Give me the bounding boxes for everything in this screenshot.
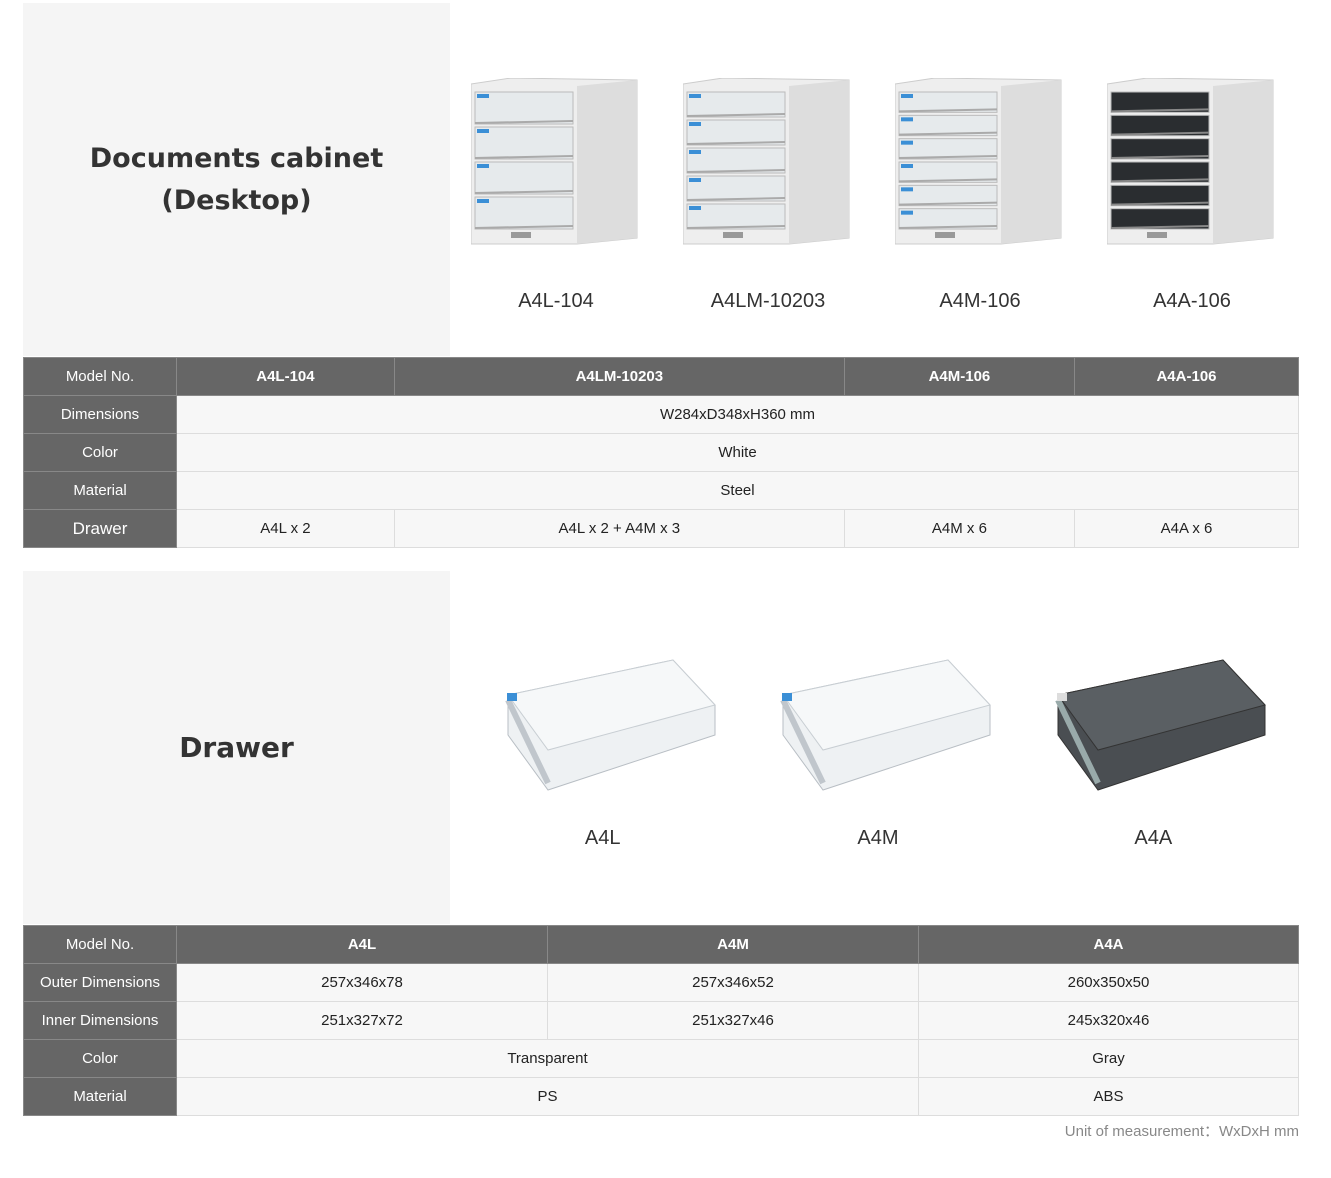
cell: 245x320x46 — [918, 1001, 1299, 1040]
cabinet-products: A4L-104 A4LM-10203 A4M-106 A4A-106 — [450, 78, 1298, 318]
drawer-title-panel: Drawer — [23, 571, 450, 924]
model-header: A4M — [547, 925, 919, 964]
cell: Transparent — [176, 1039, 919, 1078]
cell: 257x346x78 — [176, 963, 548, 1002]
cell: A4A x 6 — [1073, 509, 1300, 548]
cell: A4L x 2 + A4M x 3 — [393, 509, 845, 548]
cabinet-image — [895, 78, 1062, 245]
cabinet-product: A4LM-10203 — [662, 78, 874, 318]
cabinet-product: A4M-106 — [874, 78, 1086, 318]
model-header: A4LM-10203 — [393, 357, 845, 396]
product-name: A4A — [1134, 827, 1173, 849]
row-label: Color — [23, 433, 177, 472]
cell: 251x327x46 — [547, 1001, 919, 1040]
product-name: A4A-106 — [1153, 290, 1231, 312]
row-label: Model No. — [23, 925, 177, 964]
row-label: Drawer — [23, 509, 177, 548]
cabinet-image — [683, 78, 850, 245]
cabinet-product: A4A-106 — [1086, 78, 1298, 318]
cell: Gray — [918, 1039, 1299, 1078]
row-label: Color — [23, 1039, 177, 1078]
drawer-image — [1055, 659, 1267, 791]
cabinet-title: Documents cabinet(Desktop) — [89, 142, 384, 216]
cabinet-image — [471, 78, 638, 245]
cell: 260x350x50 — [918, 963, 1299, 1002]
cell: PS — [176, 1077, 919, 1116]
cell: 251x327x72 — [176, 1001, 548, 1040]
row-label: Material — [23, 471, 177, 510]
cell: A4M x 6 — [843, 509, 1075, 548]
model-header: A4M-106 — [843, 357, 1075, 396]
unit-caption: Unit of measurement：WxDxH mm — [1064, 1123, 1299, 1140]
cell: Steel — [176, 471, 1299, 510]
model-header: A4A-106 — [1073, 357, 1300, 396]
product-name: A4L-104 — [518, 290, 594, 312]
row-label: Model No. — [23, 357, 177, 396]
cell: 257x346x52 — [547, 963, 919, 1002]
cell: White — [176, 433, 1299, 472]
drawer-products: A4L A4M A4A — [465, 655, 1291, 865]
cell: ABS — [918, 1077, 1299, 1116]
cell: W284xD348xH360 mm — [176, 395, 1299, 434]
row-label: Outer Dimensions — [23, 963, 177, 1002]
drawer-product: A4A — [1016, 655, 1291, 865]
drawer-image — [504, 659, 716, 791]
row-label: Dimensions — [23, 395, 177, 434]
drawer-image — [780, 659, 991, 791]
drawer-product: A4M — [740, 655, 1015, 865]
drawer-title: Drawer — [179, 731, 294, 764]
product-name: A4L — [584, 827, 621, 849]
row-label: Inner Dimensions — [23, 1001, 177, 1040]
model-header: A4A — [918, 925, 1299, 964]
model-header: A4L — [176, 925, 548, 964]
model-header: A4L-104 — [176, 357, 395, 396]
product-name: A4M-106 — [939, 290, 1021, 312]
drawer-product: A4L — [465, 655, 740, 865]
cell: A4L x 2 — [176, 509, 395, 548]
product-name: A4LM-10203 — [710, 290, 826, 312]
cabinet-product: A4L-104 — [450, 78, 662, 318]
row-label: Material — [23, 1077, 177, 1116]
cabinet-title-panel: Documents cabinet(Desktop) — [23, 3, 450, 356]
product-name: A4M — [857, 827, 899, 849]
cabinet-image — [1107, 78, 1274, 245]
